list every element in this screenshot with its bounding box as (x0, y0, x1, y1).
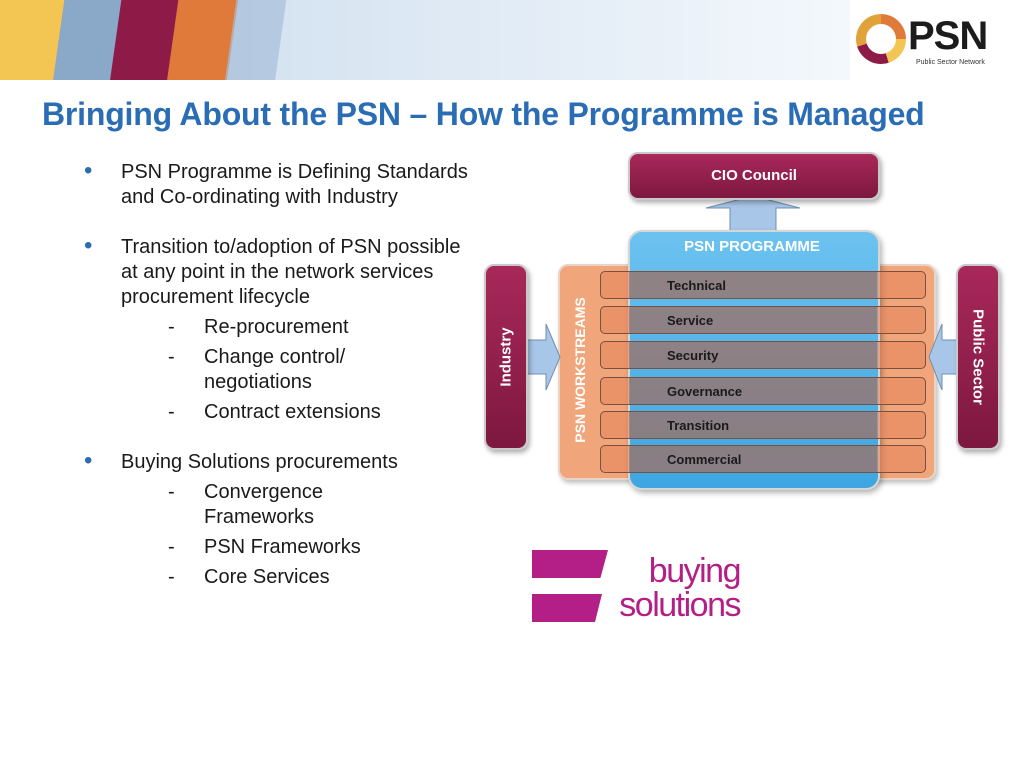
bullet-dot: • (84, 157, 93, 184)
sub-bullet-text: Convergence Frameworks (204, 481, 323, 528)
public-sector-box: Public Sector (956, 264, 1000, 450)
sub-bullet: - Re-procurement (168, 316, 349, 338)
bullet-item: • Buying Solutions procurements (84, 447, 474, 475)
bullet-text: PSN Programme is Defining Standards and … (121, 161, 468, 208)
logo-bar-icon (532, 594, 602, 622)
psn-logo-ring-icon (856, 14, 906, 64)
workstream-row-governance: Governance (600, 377, 926, 405)
buying-solutions-logo: buying solutions (532, 550, 752, 630)
sub-bullet-text: Core Services (204, 566, 330, 588)
bullet-text: Transition to/adoption of PSN possible a… (121, 236, 461, 308)
right-arrow-icon (526, 323, 561, 391)
psn-management-diagram: CIO Council PSN PROGRAMME PSN WORKSTREAM… (480, 150, 1010, 500)
slide-title: Bringing About the PSN – How the Program… (42, 96, 925, 132)
bullet-dot: • (84, 447, 93, 474)
bullet-item: • Transition to/adoption of PSN possible… (84, 232, 474, 310)
logo-bar-icon (532, 550, 608, 578)
sub-bullet-text: PSN Frameworks (204, 536, 361, 558)
sub-bullet: - Contract extensions (168, 401, 381, 423)
sub-bullet-text: Change control/ negotiations (204, 346, 346, 393)
psn-programme-label: PSN PROGRAMME (684, 238, 820, 255)
sub-bullet-text: Re-procurement (204, 316, 349, 338)
workstreams-label: PSN WORKSTREAMS (572, 297, 588, 443)
sub-bullet: - Convergence Frameworks (84, 480, 474, 530)
workstream-row-commercial: Commercial (600, 445, 926, 473)
bullet-list: • PSN Programme is Defining Standards an… (84, 157, 474, 590)
sub-bullet-text: Contract extensions (204, 401, 381, 423)
industry-box: Industry (484, 264, 528, 450)
workstream-row-service: Service (600, 306, 926, 334)
sub-bullet: - PSN Frameworks (168, 536, 361, 558)
workstream-row-security: Security (600, 341, 926, 369)
bullet-item: • PSN Programme is Defining Standards an… (84, 157, 474, 210)
header-banner (0, 0, 850, 80)
psn-logo-text: PSN (908, 14, 988, 58)
sub-bullet: - Core Services (168, 566, 330, 588)
buying-solutions-line2: solutions (619, 586, 741, 624)
workstream-row-technical: Technical (600, 271, 926, 299)
up-arrow-icon (705, 195, 801, 234)
sub-bullet: - Change control/ negotiations (84, 345, 474, 395)
bullet-dot: • (84, 232, 93, 259)
psn-logo-tagline: Public Sector Network (916, 59, 985, 66)
bullet-text: Buying Solutions procurements (121, 451, 398, 473)
cio-council-box: CIO Council (628, 152, 880, 200)
buying-solutions-line1: buying (648, 552, 742, 590)
workstream-row-transition: Transition (600, 411, 926, 439)
psn-logo: PSN Public Sector Network (856, 12, 1006, 72)
